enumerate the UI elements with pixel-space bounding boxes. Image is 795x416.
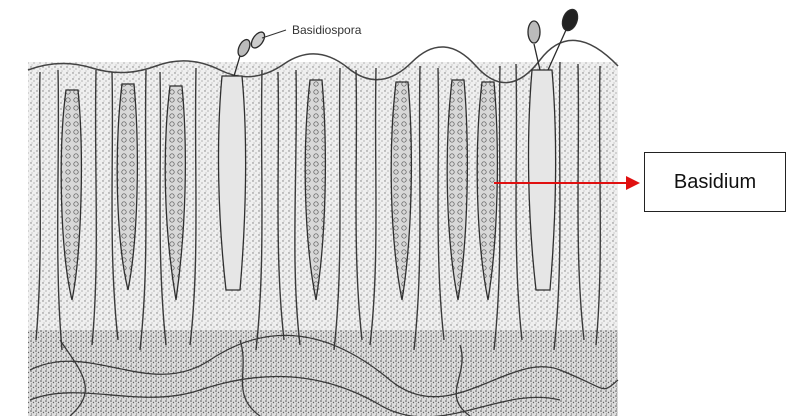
basidiospora-label: Basidiospora (292, 23, 362, 37)
basidiospora-leader (262, 30, 286, 38)
basidium-label: Basidium (674, 171, 756, 194)
subhymenium (28, 330, 618, 416)
basidium-arrowhead (626, 176, 640, 190)
basidium-label-box: Basidium (644, 152, 786, 212)
